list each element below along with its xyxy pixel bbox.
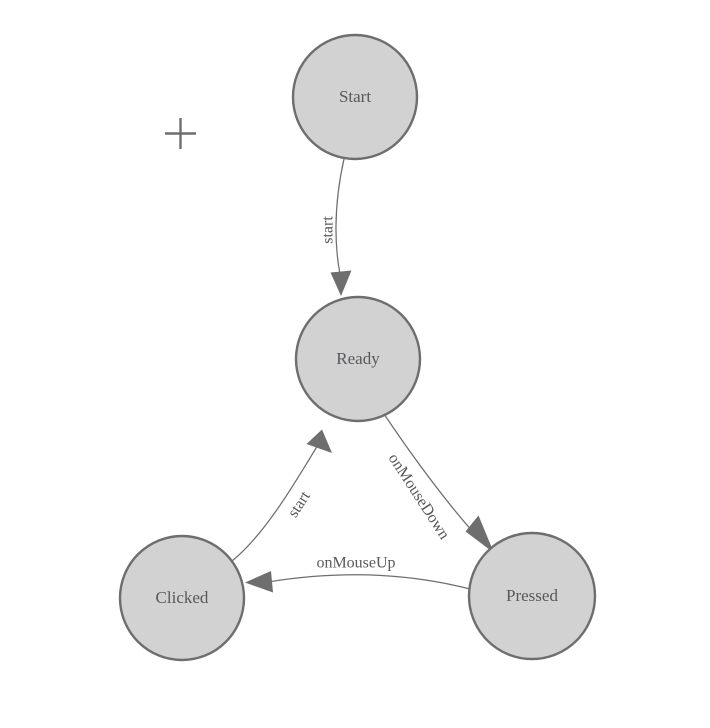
node-start-label: Start [339, 87, 371, 106]
arrowhead-pressed-to-clicked [245, 571, 273, 593]
edge-pressed-to-clicked[interactable]: onMouseUp [245, 555, 471, 593]
crosshair-icon[interactable] [165, 118, 196, 149]
node-clicked-label: Clicked [156, 588, 209, 607]
node-ready[interactable]: Ready [294, 295, 422, 423]
edge-path-pressed-to-clicked [267, 574, 471, 590]
node-clicked-circle[interactable] [118, 534, 246, 662]
edge-clicked-to-ready[interactable]: start [231, 429, 332, 562]
node-clicked[interactable]: Clicked [118, 534, 246, 662]
edge-label-clicked-to-ready: start [285, 488, 315, 521]
edge-start-to-ready[interactable]: start [320, 158, 352, 296]
edge-label-start-to-ready: start [320, 216, 337, 244]
arrowhead-clicked-to-ready [306, 429, 332, 453]
node-pressed-label: Pressed [506, 586, 558, 605]
node-ready-circle[interactable] [294, 295, 422, 423]
node-ready-label: Ready [336, 349, 380, 368]
arrowhead-ready-to-pressed [465, 515, 494, 553]
node-start[interactable]: Start [291, 33, 419, 161]
arrowhead-start-to-ready [330, 270, 352, 296]
node-pressed-circle[interactable] [467, 531, 597, 661]
edge-path-clicked-to-ready [231, 439, 322, 562]
node-start-circle[interactable] [291, 33, 419, 161]
edge-ready-to-pressed[interactable]: onMouseDown [383, 413, 494, 553]
edge-label-pressed-to-clicked: onMouseUp [316, 555, 395, 572]
edge-path-start-to-ready [335, 158, 345, 275]
node-pressed[interactable]: Pressed [467, 531, 597, 661]
